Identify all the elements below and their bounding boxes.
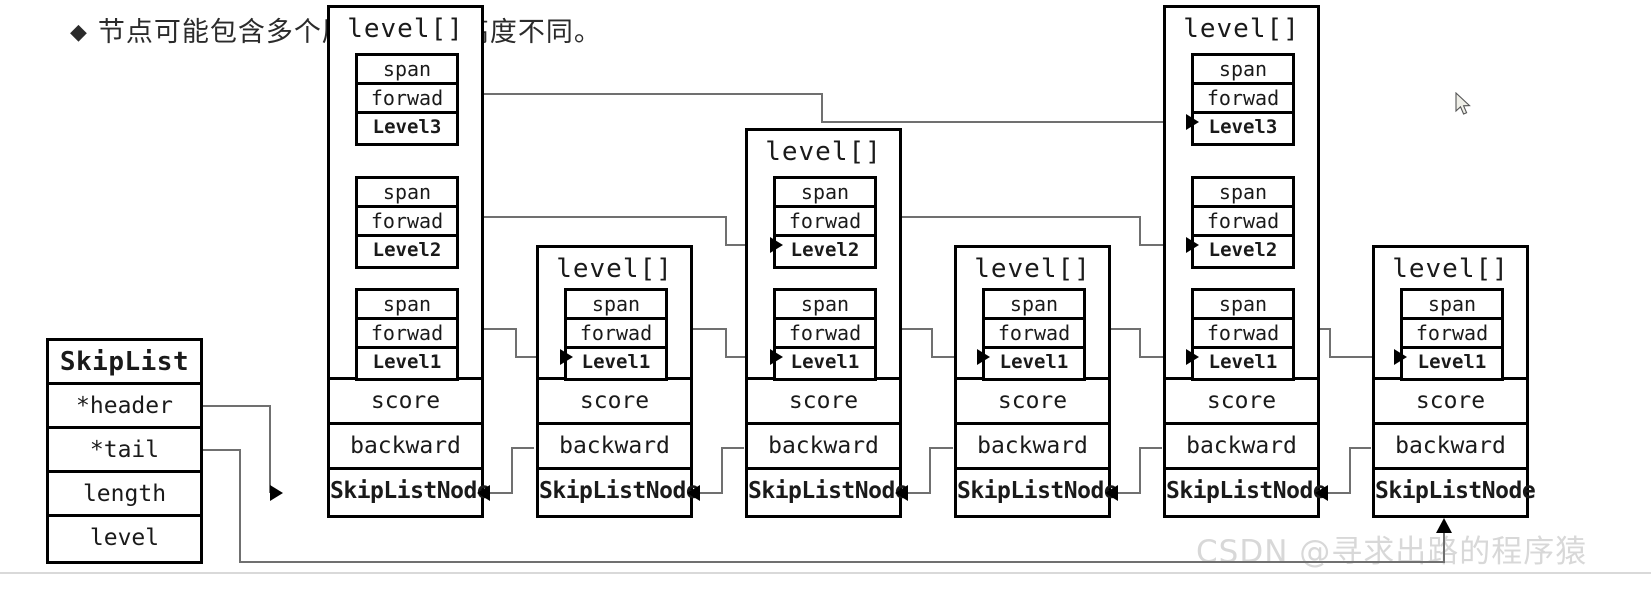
node-1[interactable]: level[] span forwad Level3 span forwad L… — [327, 5, 491, 518]
node-2-l1-label: Level1 — [581, 351, 651, 373]
node-4-l1-forward: forwad — [985, 320, 1083, 349]
node-2-level-1[interactable]: span forwad Level1 — [564, 288, 668, 381]
node-5-l1-span: span — [1194, 291, 1292, 320]
node-2[interactable]: level[] span forwad Level1 score backwar… — [536, 245, 700, 518]
node-5-levels: level[] span forwad Level3 span forwad L… — [1166, 8, 1317, 381]
node-1-l2-forward: forwad — [358, 208, 456, 237]
node-1-l1-label: Level1 — [372, 351, 442, 373]
node-3-level-2[interactable]: span forwad Level2 — [773, 176, 877, 269]
skiplist-field-level: level — [89, 525, 160, 551]
node-2-backward: backward — [539, 425, 690, 470]
node-6-level-1[interactable]: span forwad Level1 — [1400, 288, 1504, 381]
node-6-l1-label: Level1 — [1417, 351, 1487, 373]
node-4-l1-span: span — [985, 291, 1083, 320]
node-5-level-array-label: level[] — [1183, 14, 1300, 44]
node-3-level-array-label: level[] — [765, 137, 882, 167]
node-5-l3-span: span — [1194, 56, 1292, 85]
node-4-type: SkipListNode — [957, 470, 1118, 515]
node-6-level-array-label: level[] — [1392, 254, 1509, 284]
node-4-backward: backward — [957, 425, 1108, 470]
node-2-levels: level[] span forwad Level1 — [539, 248, 690, 381]
node-1-level-2[interactable]: span forwad Level2 — [355, 176, 459, 269]
node-5-level-3[interactable]: span forwad Level3 — [1191, 53, 1295, 146]
node-5-l2-span: span — [1194, 179, 1292, 208]
node-3-l1-span: span — [776, 291, 874, 320]
node-1-level-3[interactable]: span forwad Level3 — [355, 53, 459, 146]
node-3-l2-label: Level2 — [790, 239, 860, 261]
node-4-score: score — [957, 380, 1108, 425]
bullet-icon: ◆ — [70, 20, 88, 45]
node-3-backward: backward — [748, 425, 899, 470]
node-6-backward: backward — [1375, 425, 1526, 470]
node-5-level-1[interactable]: span forwad Level1 — [1191, 288, 1295, 381]
node-3-l2-forward: forwad — [776, 208, 874, 237]
node-2-score: score — [539, 380, 690, 425]
node-6-type: SkipListNode — [1375, 470, 1536, 515]
node-2-l1-span: span — [567, 291, 665, 320]
node-4[interactable]: level[] span forwad Level1 score backwar… — [954, 245, 1118, 518]
skiplist-field-length: length — [49, 473, 200, 517]
node-3-l2-span: span — [776, 179, 874, 208]
node-1-l1-forward: forwad — [358, 320, 456, 349]
node-5-l3-label: Level3 — [1208, 116, 1278, 138]
node-1-levels: level[] span forwad Level3 span forwad L… — [330, 8, 481, 381]
mouse-cursor-icon — [1455, 92, 1471, 115]
skiplist-title: SkipList — [49, 341, 200, 385]
node-1-l3-forward: forwad — [358, 85, 456, 114]
node-6-l1-forward: forwad — [1403, 320, 1501, 349]
node-1-level-1[interactable]: span forwad Level1 — [355, 288, 459, 381]
node-3-score: score — [748, 380, 899, 425]
node-6-score: score — [1375, 380, 1526, 425]
node-3-levels: level[] span forwad Level2 span forwad L… — [748, 131, 899, 381]
node-1-type: SkipListNode — [330, 470, 491, 515]
node-3-type: SkipListNode — [748, 470, 909, 515]
node-5[interactable]: level[] span forwad Level3 span forwad L… — [1163, 5, 1327, 518]
node-4-l1-label: Level1 — [999, 351, 1069, 373]
node-1-l1-span: span — [358, 291, 456, 320]
node-5-backward: backward — [1166, 425, 1317, 470]
node-5-l2-label: Level2 — [1208, 239, 1278, 261]
node-1-level-array-label: level[] — [347, 14, 464, 44]
node-5-score: score — [1166, 380, 1317, 425]
node-2-type: SkipListNode — [539, 470, 700, 515]
node-5-l1-forward: forwad — [1194, 320, 1292, 349]
node-3[interactable]: level[] span forwad Level2 span forwad L… — [745, 128, 909, 518]
skiplist-field-tail: *tail — [49, 429, 200, 473]
node-2-level-array-label: level[] — [556, 254, 673, 284]
node-6-l1-span: span — [1403, 291, 1501, 320]
node-5-level-2[interactable]: span forwad Level2 — [1191, 176, 1295, 269]
node-1-l3-span: span — [358, 56, 456, 85]
node-3-l1-label: Level1 — [790, 351, 860, 373]
node-3-l1-forward: forwad — [776, 320, 874, 349]
node-1-l2-label: Level2 — [372, 239, 442, 261]
node-5-l3-forward: forwad — [1194, 85, 1292, 114]
node-1-score: score — [330, 380, 481, 425]
node-4-level-1[interactable]: span forwad Level1 — [982, 288, 1086, 381]
node-5-l1-label: Level1 — [1208, 351, 1278, 373]
node-3-level-1[interactable]: span forwad Level1 — [773, 288, 877, 381]
node-5-type: SkipListNode — [1166, 470, 1327, 515]
watermark: CSDN @寻求出路的程序猿 — [1196, 534, 1588, 570]
node-1-l3-label: Level3 — [372, 116, 442, 138]
node-1-backward: backward — [330, 425, 481, 470]
bottom-rule-1 — [0, 572, 1651, 574]
node-6-levels: level[] span forwad Level1 — [1375, 248, 1526, 381]
node-6[interactable]: level[] span forwad Level1 score backwar… — [1372, 245, 1536, 518]
node-4-levels: level[] span forwad Level1 — [957, 248, 1108, 381]
node-5-l2-forward: forwad — [1194, 208, 1292, 237]
skiplist-field-header: *header — [49, 385, 200, 429]
node-1-l2-span: span — [358, 179, 456, 208]
skiplist-box[interactable]: SkipList *header *tail length level — [46, 338, 203, 564]
node-4-level-array-label: level[] — [974, 254, 1091, 284]
node-2-l1-forward: forwad — [567, 320, 665, 349]
